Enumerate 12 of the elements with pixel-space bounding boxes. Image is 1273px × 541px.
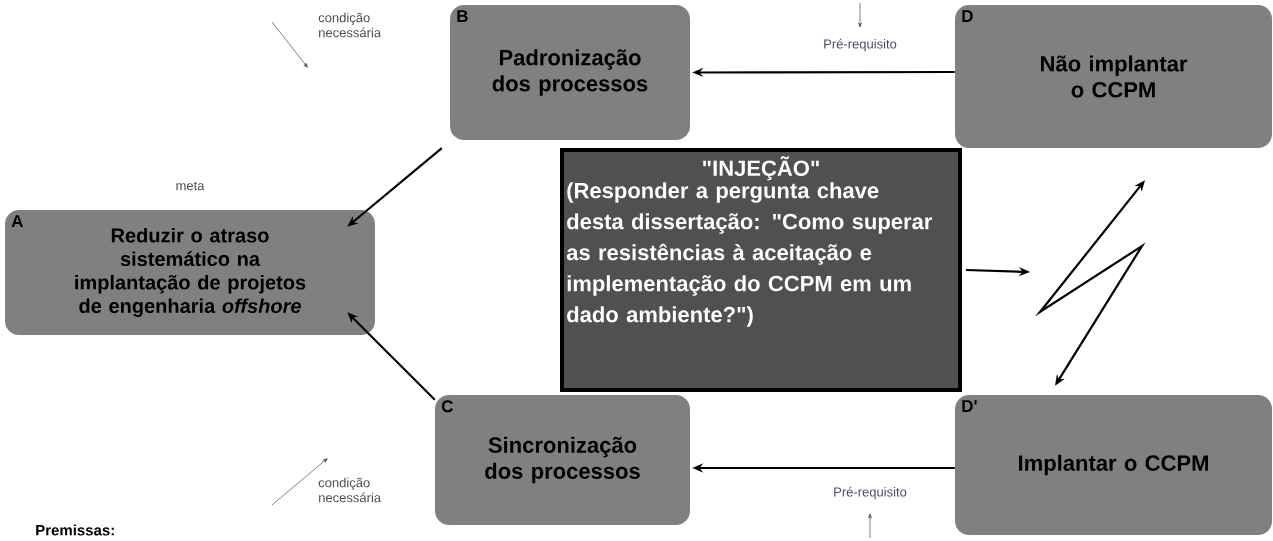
edge-label: Pré-requisito: [834, 486, 907, 500]
process-box: Implantar o CCPM D': [955, 395, 1272, 535]
edge-label: Pré-requisito: [824, 38, 897, 52]
injection-box: "INJEÇÃO" (Responder a pergunta chave desta dissertação: "Como superar as resistências à aceitação e implementação do CCPM em um dado ambiente?"): [560, 148, 962, 392]
condition-label: condição necessária: [318, 477, 382, 503]
process-box: Padronização dos processos B: [450, 5, 690, 140]
process-box: Sincronização dos processos C: [435, 395, 690, 525]
section-heading: Premissas:: [36, 524, 114, 536]
process-box: Reduzir o atraso sistemático na implantação de projetos de engenharia offshore A: [5, 210, 375, 335]
caption-text: meta: [176, 181, 205, 191]
process-box: Não implantar o CCPM D: [955, 5, 1272, 148]
condition-label: condição necessária: [318, 12, 382, 38]
